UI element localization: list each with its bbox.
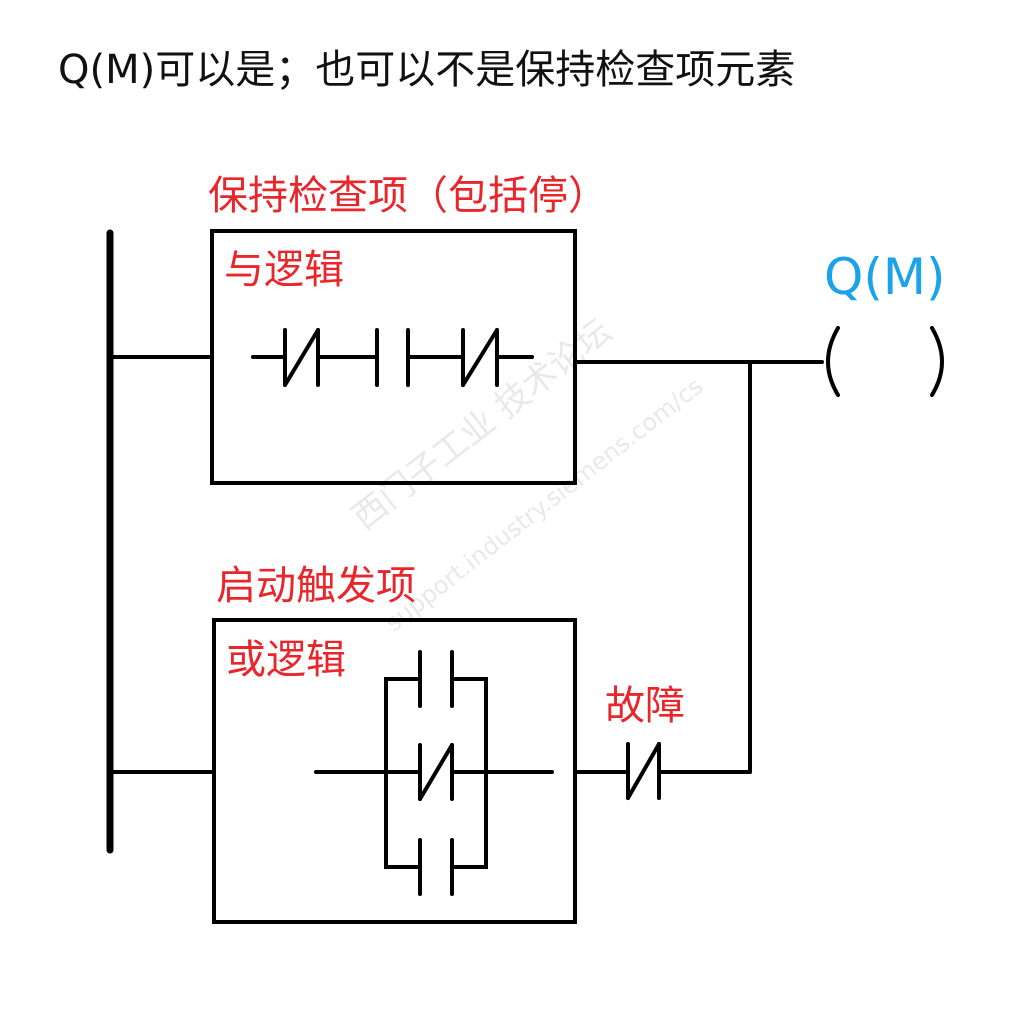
and-logic-label: 与逻辑 bbox=[224, 247, 344, 293]
nc-contact-2 bbox=[406, 328, 534, 387]
nc-contact-1 bbox=[251, 328, 379, 387]
fault-label: 故障 bbox=[605, 683, 685, 729]
or-branches bbox=[314, 677, 554, 869]
coil-label: Q(M) bbox=[824, 248, 946, 306]
no-contact-1 bbox=[375, 328, 410, 387]
start-trigger-label: 启动触发项 bbox=[216, 563, 416, 609]
no-contact-or-top bbox=[418, 650, 454, 708]
no-contact-or-bottom bbox=[418, 838, 454, 896]
coil bbox=[826, 326, 944, 397]
fault-nc-contact bbox=[573, 742, 752, 800]
hold-check-label: 保持检查项（包括停） bbox=[208, 173, 608, 219]
page-title: Q(M)可以是；也可以不是保持检查项元素 bbox=[58, 47, 796, 93]
or-logic-label: 或逻辑 bbox=[226, 637, 346, 683]
nc-contact-or-middle bbox=[418, 743, 454, 801]
hold-check-box bbox=[210, 229, 577, 485]
